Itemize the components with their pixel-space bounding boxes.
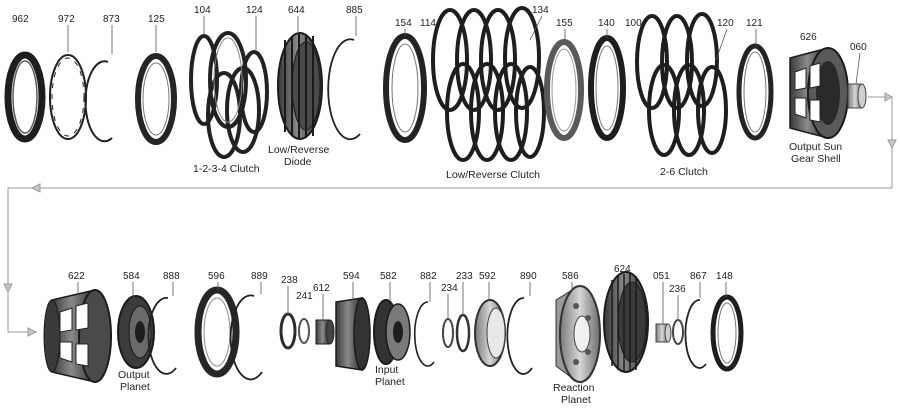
part-number: 155 [556,18,573,29]
part-number: 890 [520,271,537,282]
part-number: 104 [194,5,211,16]
row1-leader-lines [67,15,861,85]
part-241-washer [298,318,310,344]
part-number: 644 [288,5,305,16]
part-644-low-reverse-diode [277,32,323,140]
part-number: 114 [420,18,436,29]
caption-reaction-planet: Planet [561,394,591,406]
part-number: 624 [614,264,631,275]
part-number: 612 [313,283,330,294]
caption-input-planet: Planet [375,376,405,388]
part-154-plate [383,33,427,143]
part-125-plate [135,53,177,145]
part-number: 060 [850,42,867,53]
row2-captions: Output Planet Input Planet Reaction Plan… [118,364,595,406]
part-051-bushing [655,323,672,343]
part-number: 889 [251,271,268,282]
part-867-snap-ring [684,299,707,369]
part-234-washer [442,318,454,348]
part-962-ring [4,51,46,143]
part-number: 241 [296,291,313,302]
row1-captions: 1-2-3-4 Clutch Low/Reverse Diode Low/Rev… [193,141,842,181]
part-number: 154 [395,18,412,29]
caption-output-planet: Output [118,369,150,381]
caption-low-reverse-diode: Diode [284,156,312,168]
part-number: 124 [246,5,263,16]
part-number: 120 [717,18,734,29]
caption-low-reverse-diode: Low/Reverse [268,144,329,156]
part-number: 962 [12,14,29,25]
part-060-bushing [847,83,867,109]
part-number: 882 [420,271,437,282]
part-114-134-low-reverse-clutch-pack [431,6,546,162]
part-number: 594 [343,271,360,282]
part-number: 100 [625,18,642,29]
part-number: 140 [598,18,615,29]
caption-output-sun-gear-shell: Output Sun [789,141,842,153]
part-594-drum [335,297,371,371]
part-885-snap-ring [327,38,361,141]
part-number: 873 [103,14,120,25]
part-number: 622 [68,271,85,282]
part-236-washer [672,319,684,345]
part-612-sun-gear [315,319,335,345]
part-number: 134 [532,5,549,16]
part-number: 051 [653,271,670,282]
part-155-plate [544,39,584,141]
part-number: 972 [58,14,75,25]
part-100-120-26-clutch-pack [635,12,728,157]
part-number: 238 [281,275,298,286]
part-888-snap-ring [147,296,177,375]
row1-part-numbers: 962 972 873 125 104 124 644 885 154 114 … [12,5,867,53]
part-140-plate [588,35,626,141]
caption-low-reverse-clutch: Low/Reverse Clutch [446,169,540,181]
flow-connector [3,92,897,337]
part-number: 234 [441,283,458,294]
part-890-snap-ring [506,297,533,375]
part-104-124-clutch-pack [189,31,269,159]
part-number: 121 [746,18,763,29]
caption-input-planet: Input [375,364,398,376]
part-number: 584 [123,271,140,282]
part-121-plate [736,43,774,141]
part-624-drum [603,271,649,373]
part-number: 596 [208,271,225,282]
caption-26-clutch: 2-6 Clutch [660,166,708,178]
part-number: 888 [163,271,180,282]
part-972-wave-ring [49,54,87,140]
part-233-washer [455,313,471,353]
part-number: 885 [346,5,363,16]
part-592-ring-gear [474,299,506,367]
part-622-drum [43,289,112,383]
part-582-input-planet [373,299,411,365]
part-148-plate [710,294,744,372]
part-number: 586 [562,271,579,282]
row2-part-numbers: 622 584 888 596 889 238 241 612 594 582 … [68,264,733,302]
part-626-output-sun-gear-shell [789,47,849,139]
part-number: 592 [479,271,496,282]
part-number: 582 [380,271,397,282]
part-number: 233 [456,271,473,282]
part-number: 236 [669,284,686,295]
caption-1234-clutch: 1-2-3-4 Clutch [193,163,260,175]
part-889-snap-ring [229,294,263,381]
part-586-reaction-planet [555,285,601,383]
caption-output-planet: Planet [120,381,150,393]
part-number: 125 [148,14,165,25]
caption-reaction-planet: Reaction [553,382,595,394]
part-number: 867 [690,271,707,282]
part-238-washer [279,312,297,350]
row2-leader-lines [77,282,727,324]
part-number: 148 [716,271,733,282]
part-number: 626 [800,32,817,43]
part-584-output-planet [117,295,155,369]
part-882-snap-ring [413,301,435,367]
part-873-snap-ring [84,60,113,143]
caption-output-sun-gear-shell: Gear Shell [791,153,841,165]
